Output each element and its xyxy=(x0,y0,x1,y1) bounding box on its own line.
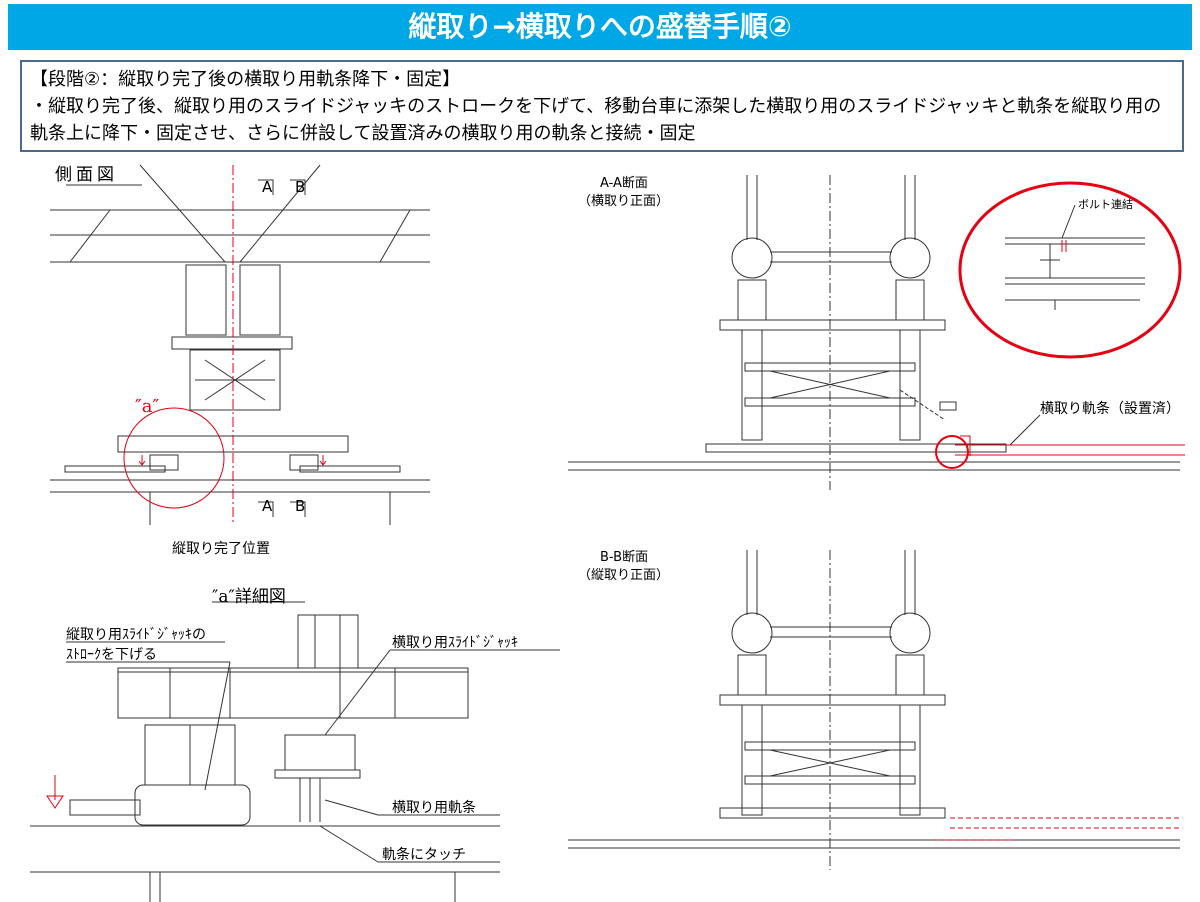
section-mark-a-bottom: A xyxy=(262,497,273,515)
label-vertical-jack: 縦取り用ｽﾗｲﾄﾞｼﾞｬｯｷの xyxy=(66,627,206,643)
label-rail-touch: 軌条にタッチ xyxy=(382,847,466,863)
detail-marker-a: ″a″ xyxy=(135,396,160,417)
side-view-title: 側面図 xyxy=(55,165,118,185)
section-aa-drawing xyxy=(568,175,1185,490)
section-bb-drawing xyxy=(568,550,1180,870)
side-view-drawing xyxy=(50,164,430,525)
section-aa-subtitle: （横取り正面） xyxy=(578,194,670,209)
label-installed-rail: 横取り軌条（設置済） xyxy=(1040,401,1180,417)
side-view-caption: 縦取り完了位置 xyxy=(172,541,270,557)
stage-description: ・縦取り完了後、縦取り用のスライドジャッキのストロークを下げて、移動台車に添架し… xyxy=(30,96,1162,144)
stage-heading: 【段階②：縦取り完了後の横取り用軌条降下・固定】 xyxy=(30,69,461,90)
section-mark-a-top: A xyxy=(262,178,273,196)
detail-view-title: ″a″詳細図 xyxy=(212,587,286,607)
section-mark-b-top: B xyxy=(295,178,306,196)
section-aa-title: A-A断面 xyxy=(600,176,648,191)
detail-view-drawing xyxy=(30,601,560,902)
label-bolt-connection: ボルト連結 xyxy=(1078,198,1133,211)
section-bb-title: B-B断面 xyxy=(600,550,649,565)
description-box: 【段階②：縦取り完了後の横取り用軌条降下・固定】 ・縦取り完了後、縦取り用のスラ… xyxy=(20,60,1184,152)
section-bb-subtitle: （縦取り正面） xyxy=(578,568,670,583)
page-title: 縦取り→横取りへの盛替手順② xyxy=(8,4,1192,50)
label-horizontal-rail: 横取り用軌条 xyxy=(392,800,476,816)
label-vertical-jack-stroke: ｽﾄﾛｰｸを下げる xyxy=(66,647,157,663)
label-horizontal-jack: 横取り用ｽﾗｲﾄﾞｼﾞｬｯｷ xyxy=(392,635,518,651)
section-mark-b-bottom: B xyxy=(295,497,306,515)
